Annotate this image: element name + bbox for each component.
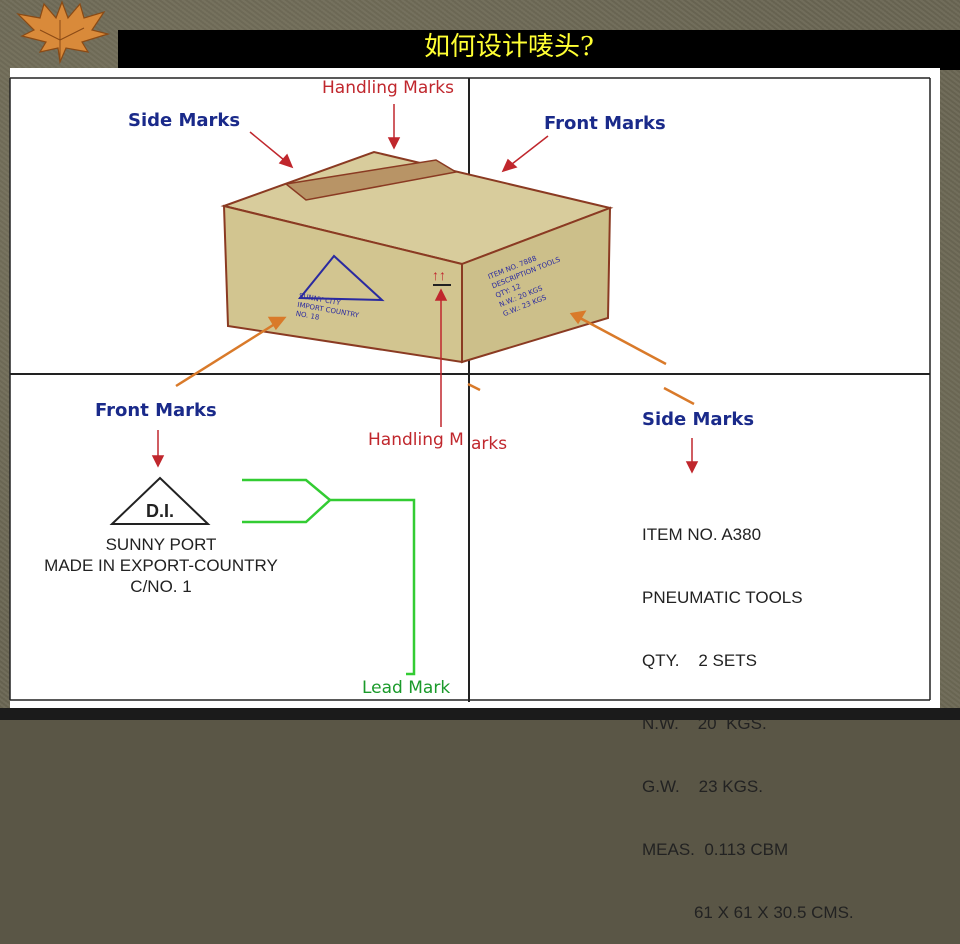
side-mark-line: PNEUMATIC TOOLS <box>642 588 803 607</box>
triangle-text: D.I. <box>146 501 174 521</box>
shipping-marks-diagram: SUNNY CITY IMPORT COUNTRY NO. 18 ITEM NO… <box>9 77 931 702</box>
lead-mark-label: Lead Mark <box>362 678 451 698</box>
side-marks-label-top: Side Marks <box>128 110 241 131</box>
carton-box: SUNNY CITY IMPORT COUNTRY NO. 18 ITEM NO… <box>220 150 614 364</box>
front-mark-line: SUNNY PORT <box>105 535 217 554</box>
handling-arrows-icon: ↑↑ <box>432 267 446 283</box>
box-triangle-icon <box>297 254 385 302</box>
di-triangle-icon <box>109 476 211 525</box>
front-marks-label-top: Front Marks <box>544 113 666 134</box>
pointer-arrows <box>151 104 699 474</box>
side-mark-line: G.W. 23 KGS. <box>642 777 763 796</box>
side-mark-line: 61 X 61 X 30.5 CMS. <box>642 903 854 922</box>
slide-title: 如何设计唛头? <box>424 32 594 62</box>
front-mark-text: SUNNY PORT MADE IN EXPORT-COUNTRY C/NO. … <box>16 534 306 597</box>
side-marks-label-bottom: Side Marks <box>642 409 755 430</box>
front-marks-label-bottom: Front Marks <box>95 400 217 421</box>
handling-marks-label-part: Handling M <box>368 430 464 450</box>
leader-lines <box>175 310 695 406</box>
bottom-strip <box>0 708 960 720</box>
side-mark-line: QTY. 2 SETS <box>642 651 757 670</box>
side-mark-line: MEAS. 0.113 CBM <box>642 840 789 859</box>
handling-marks-label-top: Handling Marks <box>322 78 454 98</box>
lead-mark-bracket <box>242 478 416 676</box>
title-bar <box>118 30 960 70</box>
front-mark-line: C/NO. 1 <box>130 577 192 596</box>
handling-marks-label-bottom: Handling M arks <box>368 430 507 454</box>
front-mark-line: MADE IN EXPORT-COUNTRY <box>44 556 278 575</box>
handling-marks-label-part: arks <box>471 434 508 454</box>
side-mark-line: ITEM NO. A380 <box>642 525 762 544</box>
maple-leaf-icon <box>16 0 111 65</box>
